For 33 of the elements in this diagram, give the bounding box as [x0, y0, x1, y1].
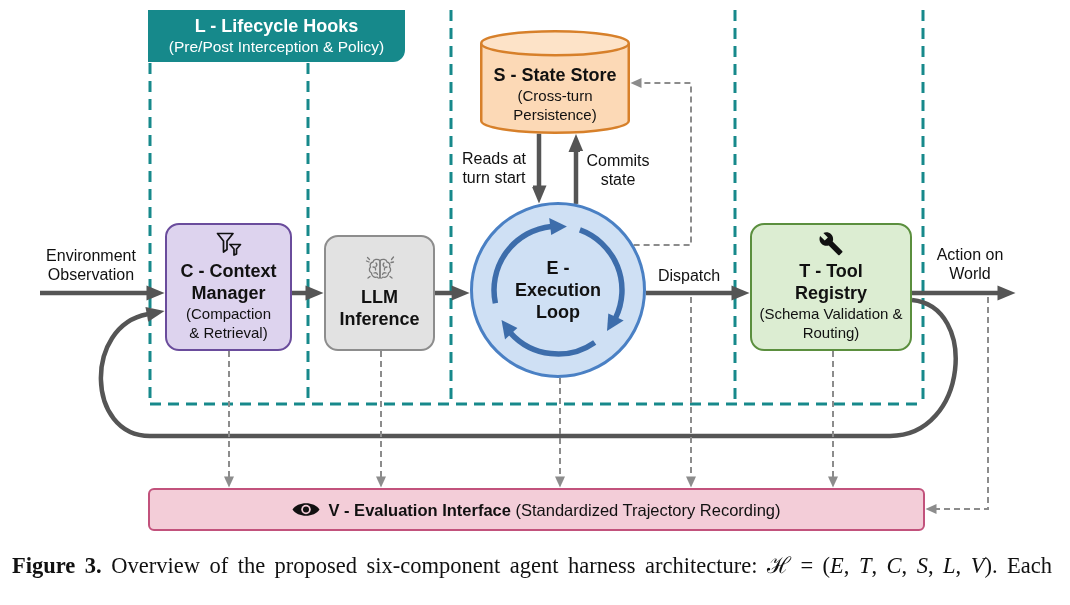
arrow — [40, 285, 165, 301]
component-description: (Compaction & Retrieval) — [184, 304, 272, 342]
component-title: C - Context Manager — [179, 260, 278, 304]
arrow — [531, 133, 547, 204]
arrow — [99, 297, 958, 439]
arrow — [912, 285, 1016, 301]
arrow — [555, 377, 565, 488]
arrow — [828, 350, 838, 488]
component-description: (Cross-turn Persistence) — [512, 86, 598, 124]
database-cylinder — [480, 30, 630, 134]
arrow — [292, 285, 324, 301]
arrow — [435, 285, 470, 301]
component-title: LLM Inference — [338, 286, 421, 330]
component-title: L - Lifecycle Hooks — [194, 15, 359, 37]
component-title: S - State Store — [493, 64, 617, 86]
header-tab — [148, 10, 405, 62]
arrow — [376, 350, 386, 488]
arrow — [686, 296, 696, 488]
component-title: T - Tool Registry — [794, 260, 868, 304]
arrow — [224, 350, 234, 488]
arrow — [630, 78, 692, 246]
process-box — [165, 223, 292, 351]
arrow — [925, 296, 989, 514]
process-box — [750, 223, 912, 351]
figure-caption: Figure 3. Overview of the proposed six-component agent harness architecture: ℋ = (E, T, C, S, L, V). Each — [12, 552, 1052, 579]
arrow — [645, 285, 750, 301]
component-title: E - Execution Loop — [514, 257, 602, 323]
arrow — [568, 134, 584, 204]
component-description: (Schema Validation & Routing) — [758, 304, 904, 342]
process-box — [324, 235, 435, 351]
interface-bar — [148, 488, 925, 531]
component-title: V - Evaluation Interface (Standardized Trajectory Recording) — [328, 499, 781, 521]
component-description: (Pre/Post Interception & Policy) — [168, 37, 385, 57]
